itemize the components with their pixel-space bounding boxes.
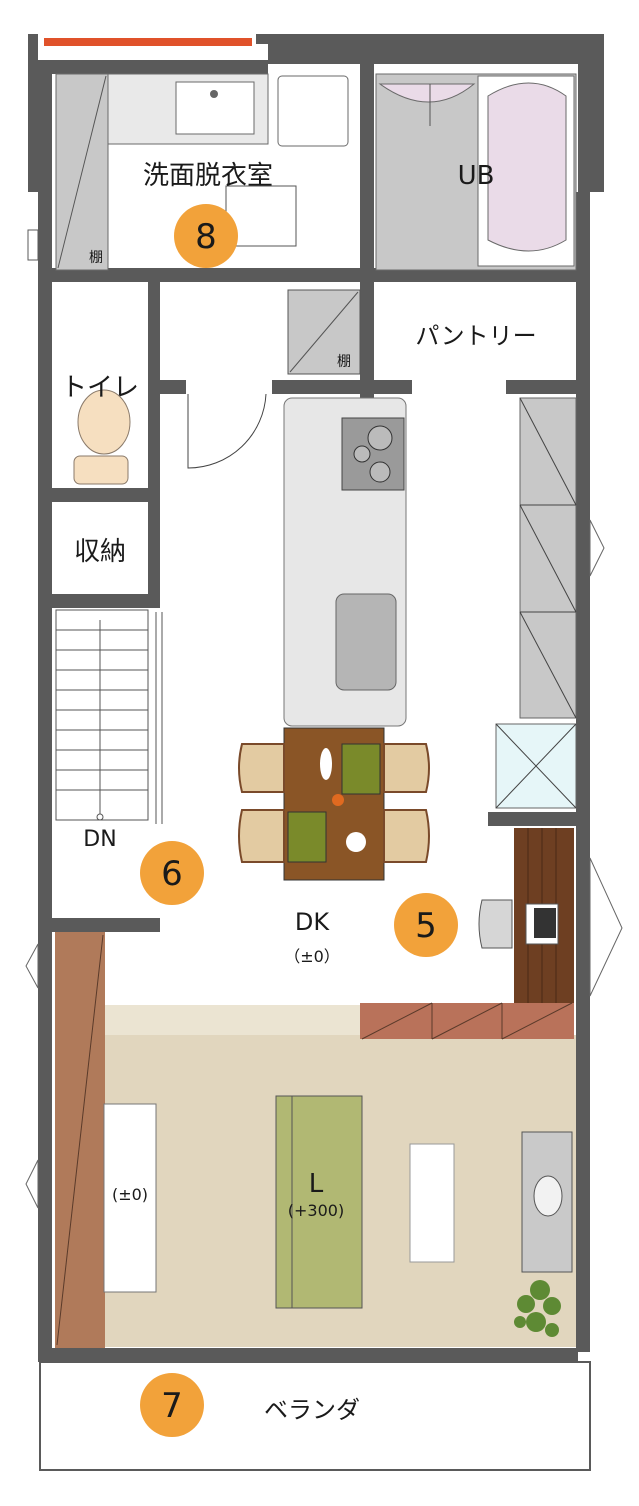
svg-text:6: 6 bbox=[161, 854, 183, 894]
shelf-label-pantry: 棚 bbox=[337, 354, 351, 370]
label-stairs-down: DN bbox=[83, 827, 116, 852]
stairs-graphic bbox=[55, 609, 163, 824]
svg-text:8: 8 bbox=[195, 217, 217, 257]
marker-6: 6 bbox=[140, 841, 204, 905]
room-pantry: パントリー bbox=[415, 322, 536, 350]
room-washroom: 洗面脱衣室 bbox=[143, 161, 273, 191]
walls bbox=[27, 34, 604, 1362]
side-level: (±0) bbox=[112, 1185, 148, 1204]
svg-text:7: 7 bbox=[161, 1386, 183, 1426]
room-bath: UB bbox=[458, 161, 495, 191]
marker-7: 7 bbox=[140, 1373, 204, 1437]
veranda-outline bbox=[39, 1361, 591, 1471]
room-toilet: トイレ bbox=[61, 373, 139, 403]
svg-text:5: 5 bbox=[415, 906, 437, 946]
marker-5: 5 bbox=[394, 893, 458, 957]
wall-hatch bbox=[44, 38, 252, 46]
shelf-label-washroom: 棚 bbox=[89, 250, 103, 266]
room-living-level: (+300) bbox=[288, 1201, 344, 1220]
room-veranda: ベランダ bbox=[264, 1396, 360, 1424]
room-dk-level: （±0） bbox=[284, 947, 340, 966]
room-dk: DK bbox=[295, 908, 330, 936]
marker-8: 8 bbox=[174, 204, 238, 268]
living-step bbox=[104, 1005, 360, 1035]
sofa bbox=[275, 1095, 363, 1309]
room-storage: 収納 bbox=[74, 537, 126, 567]
plant bbox=[514, 1280, 561, 1337]
room-living: L bbox=[309, 1169, 324, 1199]
